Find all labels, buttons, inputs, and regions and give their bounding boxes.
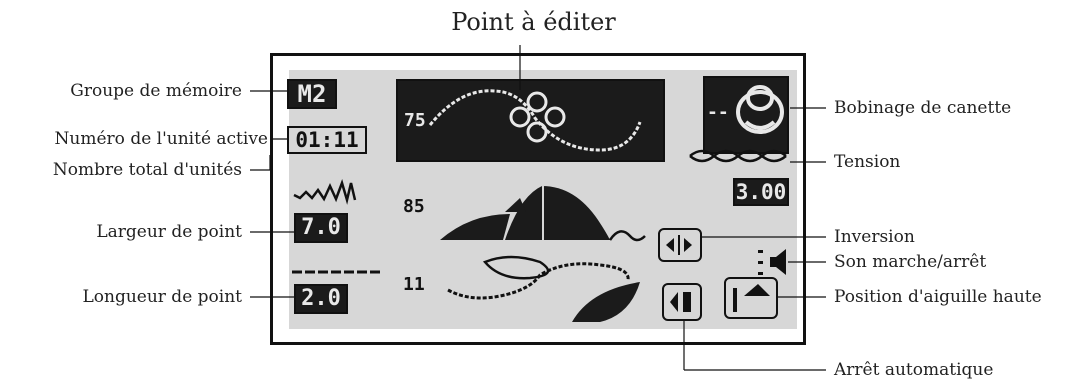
pattern-bottom-leaf bbox=[572, 282, 640, 322]
memory-group-display: M2 bbox=[287, 79, 337, 109]
label-stitch-width: Largeur de point bbox=[96, 222, 242, 242]
label-active-unit: Numéro de l'unité active bbox=[54, 129, 268, 149]
label-total-units: Nombre total d'unités bbox=[52, 160, 242, 180]
tension-icon bbox=[689, 149, 787, 163]
stitch-length-display: 2.0 bbox=[294, 284, 348, 314]
bobbin-prefix: -- bbox=[707, 102, 729, 123]
label-needle-up: Position d'aiguille haute bbox=[834, 287, 1042, 307]
stitch-number: 75 bbox=[404, 110, 426, 131]
unit-counter-display: 01:11 bbox=[287, 126, 367, 154]
label-stitch-length: Longueur de point bbox=[82, 287, 242, 307]
reverse-arrows-icon bbox=[666, 235, 692, 255]
zigzag-icon bbox=[293, 179, 357, 205]
needle-up-symbol bbox=[733, 284, 770, 312]
label-auto-stop: Arrêt automatique bbox=[834, 360, 994, 380]
pattern-bottom-vine bbox=[447, 262, 630, 300]
label-bobbin-winding: Bobinage de canette bbox=[834, 98, 1012, 118]
bobbin-winding-panel bbox=[703, 76, 789, 154]
stitch-preview-panel bbox=[396, 79, 665, 162]
tension-value-display: 3.00 bbox=[733, 178, 789, 206]
pattern-number-bottom: 11 bbox=[403, 274, 425, 295]
label-tension: Tension bbox=[834, 152, 901, 172]
label-sound: Son marche/arrêt bbox=[834, 252, 987, 272]
speaker-icon bbox=[758, 249, 786, 275]
pattern-number-top: 85 bbox=[403, 196, 425, 217]
stitch-width-display: 7.0 bbox=[294, 213, 348, 243]
pattern-top-graphic bbox=[440, 186, 610, 240]
bobbin-icon bbox=[736, 85, 784, 134]
diagram-title: Point à éditer bbox=[451, 8, 616, 36]
auto-stop-icon bbox=[662, 283, 702, 321]
auto-stop-symbol bbox=[670, 292, 691, 312]
flower-icon bbox=[509, 91, 566, 143]
label-reverse: Inversion bbox=[834, 227, 915, 247]
label-memory-group: Groupe de mémoire bbox=[70, 81, 242, 101]
